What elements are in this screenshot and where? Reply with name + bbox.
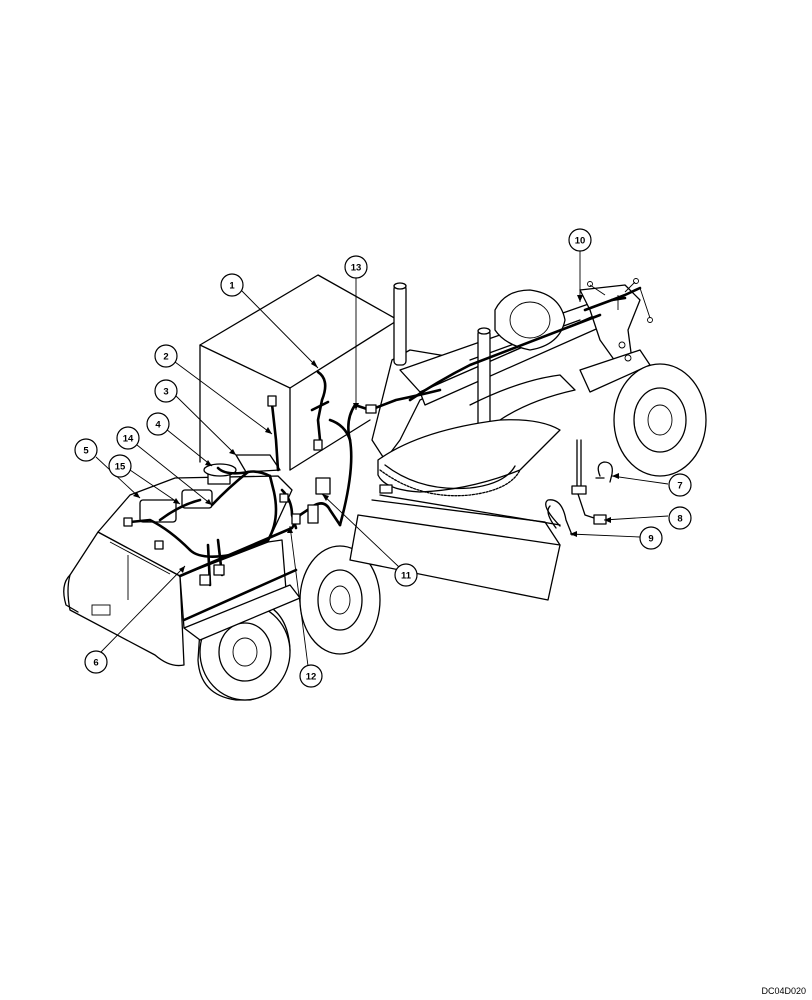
callout-4: 4: [146, 412, 170, 436]
circle-turntable: [377, 374, 576, 497]
leader-arrowheads: [133, 295, 619, 573]
callout-9: 9: [639, 526, 663, 550]
callout-10-label: 10: [575, 236, 586, 247]
callout-12: 12: [299, 664, 323, 688]
callout-6: 6: [84, 650, 108, 674]
callout-7-label: 7: [677, 481, 682, 492]
callout-13: 13: [344, 255, 368, 279]
callout-14: 14: [116, 426, 140, 450]
callout-6-label: 6: [93, 658, 98, 669]
callout-2: 2: [154, 344, 178, 368]
callout-3: 3: [154, 379, 178, 403]
callout-13-label: 13: [351, 263, 362, 274]
callout-7: 7: [668, 473, 692, 497]
callout-15: 15: [108, 454, 132, 478]
callout-11: 11: [394, 563, 418, 587]
callout-5: 5: [74, 438, 98, 462]
front-harness: [587, 278, 653, 323]
callout-1: 1: [220, 273, 244, 297]
callout-9-label: 9: [648, 534, 653, 545]
callout-15-label: 15: [115, 462, 126, 473]
moldboard-blade: [349, 494, 561, 601]
wiring-harness: [128, 296, 627, 622]
split-grommet-part: [545, 499, 573, 536]
harness-connectors: [123, 395, 393, 586]
callout-12-label: 12: [306, 672, 317, 683]
callout-2-label: 2: [163, 352, 168, 363]
callout-5-label: 5: [83, 446, 89, 457]
clamp-connector-part: [593, 514, 607, 525]
callout-10: 10: [568, 228, 592, 252]
callout-1-label: 1: [229, 281, 235, 292]
cable-tie-part: [571, 439, 601, 521]
callout-3-label: 3: [163, 387, 168, 398]
p-clamp-part: [595, 461, 613, 483]
cab-outline: [199, 274, 399, 471]
rear-tire-back: [299, 545, 381, 655]
callout-4-label: 4: [155, 420, 161, 431]
callout-8: 8: [668, 506, 692, 530]
callout-14-label: 14: [123, 434, 134, 445]
callout-8-label: 8: [677, 514, 682, 525]
front-tire-front: [613, 363, 707, 477]
leader-lines: [95, 250, 669, 667]
callout-11-label: 11: [401, 571, 412, 582]
figure-code: DC04D020: [761, 986, 806, 996]
